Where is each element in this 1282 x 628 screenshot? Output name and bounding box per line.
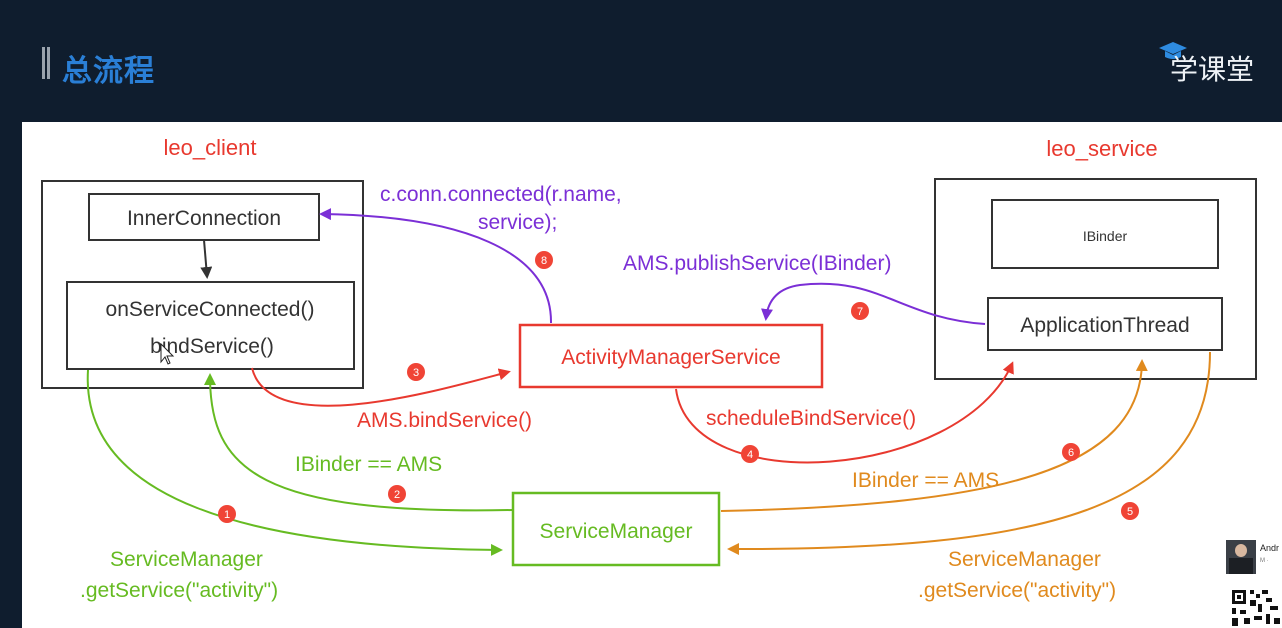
qr-code-icon <box>1230 588 1282 628</box>
step-badge: 7 <box>851 302 869 320</box>
bind-service-label: bindService() <box>150 335 274 358</box>
svg-text:3: 3 <box>413 367 419 379</box>
arrow-7-publish <box>761 282 986 325</box>
ibinder-box[interactable] <box>991 199 1219 269</box>
label-conn-connected-1: c.conn.connected(r.name, <box>380 183 622 206</box>
avatar <box>1226 540 1256 574</box>
step-badge: 4 <box>741 445 759 463</box>
on-service-connected-label: onServiceConnected() <box>106 298 315 321</box>
presenter-name: Andr <box>1260 543 1280 553</box>
svg-text:8: 8 <box>541 255 547 267</box>
label-conn-connected-2: service); <box>478 211 557 234</box>
label-publish-service: AMS.publishService(IBinder) <box>623 252 891 275</box>
arrow-2-ibinder <box>204 373 513 512</box>
label-get-service-left-1: ServiceManager <box>110 548 263 571</box>
slide-canvas: leo_client leo_service InnerConnection o… <box>22 122 1282 628</box>
callback-box[interactable] <box>66 281 355 370</box>
client-group-label: leo_client <box>164 135 257 160</box>
presenter-card: Andr M · <box>1226 538 1282 578</box>
application-thread-label: ApplicationThread <box>1020 314 1189 337</box>
header-bar: 总流程 学课堂 <box>0 0 1282 122</box>
graduation-cap-icon <box>1159 42 1187 59</box>
label-get-service-right-2: .getService("activity") <box>918 579 1116 602</box>
svg-text:1: 1 <box>224 509 230 521</box>
label-ibinder-ams-right: IBinder == AMS <box>852 469 999 492</box>
label-schedule-bind-service: scheduleBindService() <box>706 407 916 430</box>
step-badge: 2 <box>388 485 406 503</box>
step-badge: 6 <box>1062 443 1080 461</box>
brand-text: 学课堂 <box>1170 53 1255 86</box>
arrow-6-ibinder <box>720 359 1148 512</box>
inner-connection-box[interactable] <box>88 193 320 241</box>
label-ibinder-ams-left: IBinder == AMS <box>295 453 442 476</box>
ams-label: ActivityManagerService <box>561 346 780 369</box>
svg-text:6: 6 <box>1068 447 1074 459</box>
inner-connection-arrow <box>200 239 213 279</box>
arrow-3-bind <box>251 367 511 407</box>
step-badge: 3 <box>407 363 425 381</box>
ibinder-label: IBinder <box>1083 228 1128 244</box>
presenter-subtitle: M · <box>1260 558 1269 564</box>
brand-logo: 学课堂 <box>1158 40 1270 86</box>
service-group-label: leo_service <box>1046 136 1157 161</box>
page-title: 总流程 <box>62 54 155 89</box>
label-get-service-left-2: .getService("activity") <box>80 579 278 602</box>
svg-text:5: 5 <box>1127 506 1133 518</box>
service-manager-label: ServiceManager <box>540 520 693 543</box>
label-ams-bind-service: AMS.bindService() <box>357 409 532 432</box>
client-container <box>41 180 364 389</box>
arrow-8-connected <box>319 208 553 324</box>
ams-box[interactable] <box>518 323 824 389</box>
step-badge: 8 <box>535 251 553 269</box>
step-badge: 1 <box>218 505 236 523</box>
arrow-1-get-service <box>86 369 503 556</box>
step-badge: 5 <box>1121 502 1139 520</box>
svg-text:2: 2 <box>394 489 400 501</box>
application-thread-box[interactable] <box>987 297 1223 351</box>
service-container <box>934 178 1257 380</box>
inner-connection-label: InnerConnection <box>127 207 281 230</box>
service-manager-box[interactable] <box>511 491 721 567</box>
svg-text:4: 4 <box>747 449 753 461</box>
flow-diagram: leo_client leo_service InnerConnection o… <box>41 135 1257 602</box>
mouse-cursor-icon <box>160 342 175 365</box>
arrow-5-get-service <box>727 351 1211 556</box>
title-bar-icon <box>42 47 50 79</box>
svg-text:7: 7 <box>857 306 863 318</box>
label-get-service-right-1: ServiceManager <box>948 548 1101 571</box>
arrow-4-schedule <box>675 361 1014 464</box>
